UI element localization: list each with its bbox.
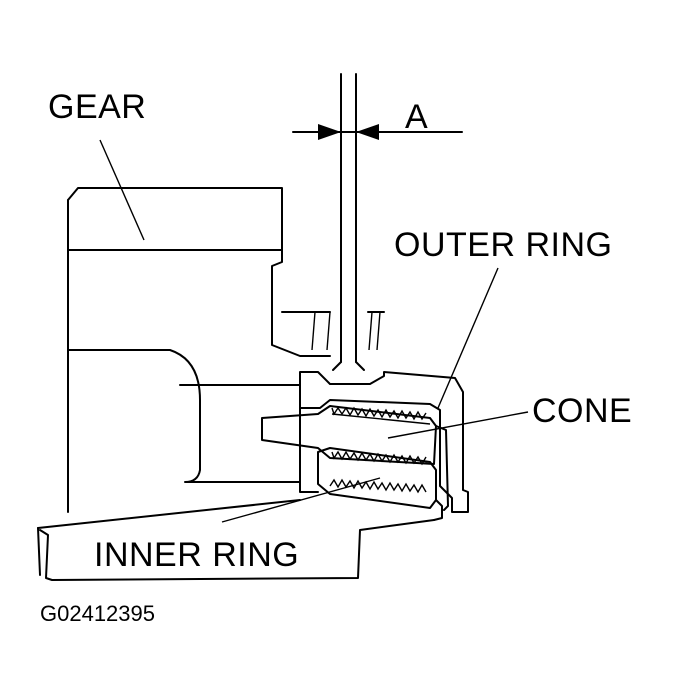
gear-label: GEAR	[48, 88, 146, 126]
figure-code: G02412395	[40, 601, 155, 626]
shaft	[37, 499, 435, 581]
inner-ring	[317, 447, 443, 521]
cone	[261, 405, 449, 511]
inner-ring-label: INNER RING	[94, 536, 299, 574]
reference-plate	[332, 73, 365, 371]
leader-lines	[99, 139, 529, 523]
dimension-a	[292, 124, 463, 140]
cone-label: CONE	[532, 392, 632, 430]
outer-ring	[299, 371, 469, 513]
outer-ring-label: OUTER RING	[394, 226, 612, 264]
dimension-a-label: A	[405, 98, 428, 136]
gear-body	[67, 187, 385, 513]
